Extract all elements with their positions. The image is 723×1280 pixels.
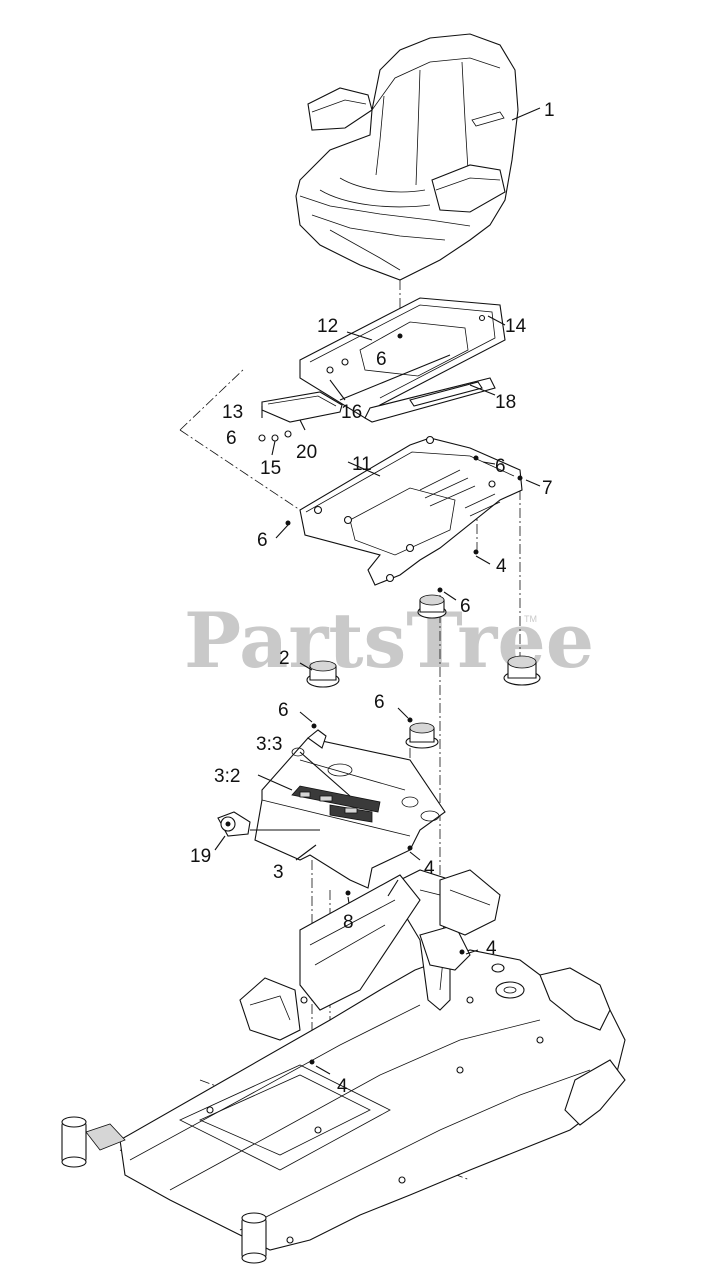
callout-3-3: 3:3 — [256, 734, 282, 755]
caster-tube-right — [241, 1212, 267, 1264]
callout-6: 6 — [257, 530, 268, 551]
callout-4: 4 — [424, 858, 435, 879]
callout-4: 4 — [337, 1076, 348, 1097]
callout-19: 19 — [190, 846, 211, 867]
callout-labels: 1 12 14 6 16 18 13 6 20 15 11 6 7 6 4 6 … — [190, 100, 555, 1097]
callout-20: 20 — [296, 442, 317, 463]
isolator-mount[interactable] — [299, 587, 541, 749]
watermark-trademark: TM — [524, 614, 537, 624]
callout-1: 1 — [544, 100, 555, 121]
seat[interactable] — [295, 33, 541, 281]
callout-2: 2 — [279, 648, 290, 669]
callout-11: 11 — [352, 454, 372, 475]
callout-6: 6 — [495, 456, 506, 477]
callout-16: 16 — [341, 402, 362, 423]
callout-18: 18 — [495, 392, 516, 413]
callout-3: 3 — [273, 862, 284, 883]
hour-meter-tag[interactable] — [214, 811, 320, 851]
seat-slide-bracket[interactable] — [258, 391, 343, 456]
callout-14: 14 — [505, 316, 527, 337]
seat-plate[interactable] — [299, 297, 506, 423]
callout-6: 6 — [460, 596, 471, 617]
frame[interactable] — [61, 869, 626, 1264]
callout-6: 6 — [376, 349, 387, 370]
callout-13: 13 — [222, 402, 243, 423]
seat-base[interactable] — [275, 435, 541, 586]
callout-15: 15 — [260, 458, 281, 479]
callout-7: 7 — [542, 478, 553, 499]
callout-8: 8 — [343, 912, 354, 933]
decal[interactable] — [257, 751, 381, 823]
callout-6: 6 — [226, 428, 237, 449]
caster-tube-left — [61, 1116, 126, 1168]
callout-4: 4 — [496, 556, 507, 577]
callout-4: 4 — [486, 938, 497, 959]
callout-3-2: 3:2 — [214, 766, 240, 787]
callout-6: 6 — [374, 692, 385, 713]
callout-6: 6 — [278, 700, 289, 721]
callout-12: 12 — [317, 316, 338, 337]
